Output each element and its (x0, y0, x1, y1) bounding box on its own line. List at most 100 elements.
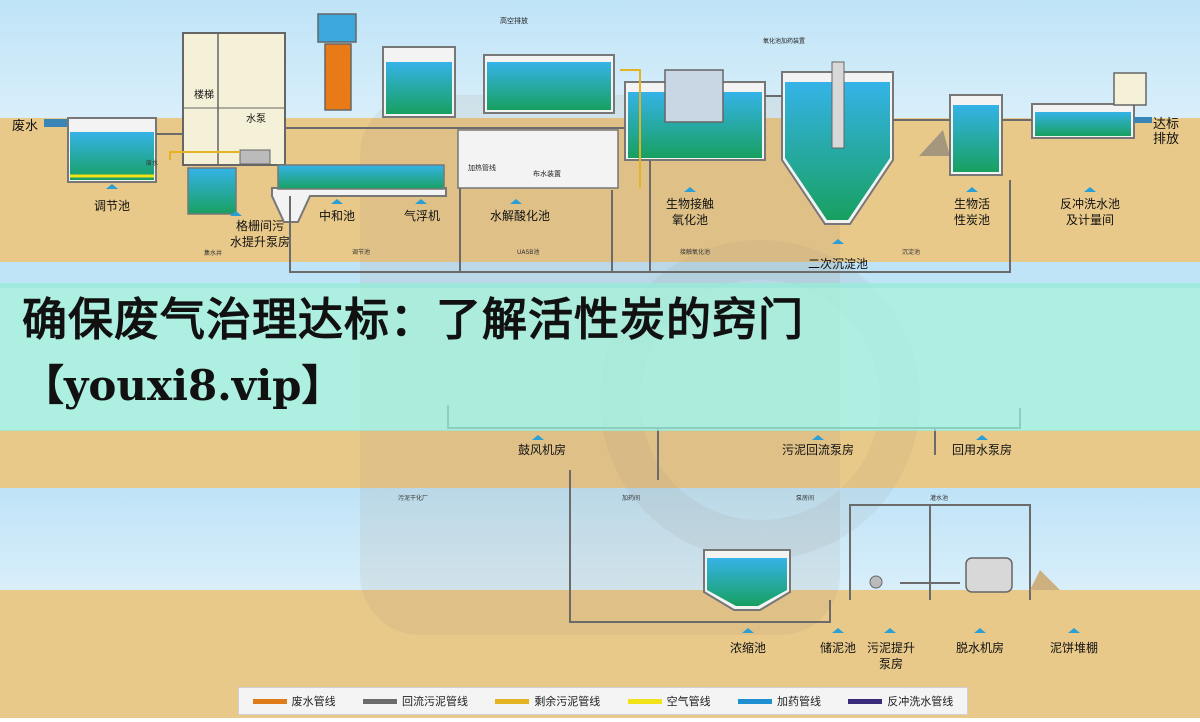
bio-contact-label-2: 氧化池 (672, 213, 708, 227)
pump-unit (239, 149, 271, 165)
equalization-water (70, 132, 154, 180)
flotation-machine-label: 气浮机 (404, 208, 440, 223)
orange-tank (324, 43, 352, 111)
small-sediment-label: 沉淀池 (902, 248, 920, 256)
blower-marker-icon (532, 435, 544, 440)
thickener-label: 浓缩池 (730, 640, 766, 655)
hydrolysis-upper-water (487, 62, 611, 110)
sludge-storage-label: 储泥池 (820, 640, 856, 655)
legend-swatch (495, 698, 530, 704)
legend-item: 空气管线 (627, 693, 711, 709)
legend-label: 反冲洗水管线 (887, 695, 954, 708)
legend-swatch (252, 698, 287, 704)
irrigation-tank-label: 灌水池 (930, 494, 948, 502)
sludge-cake-shed-label: 泥饼堆棚 (1050, 640, 1098, 655)
discharge-label-1: 达标 (1153, 117, 1179, 132)
sludge-drying-label: 污泥干化厂 (398, 494, 428, 502)
thickener-water (707, 558, 787, 606)
backwash-marker-icon (1084, 187, 1096, 192)
discharge-label-2: 排放 (1153, 132, 1179, 147)
legend-item: 反冲洗水管线 (848, 693, 953, 709)
legend-item: 回流污泥管线 (362, 693, 468, 709)
pump-room-small-label: 泵房间 (796, 494, 814, 502)
outflow-pipe (1134, 117, 1152, 123)
bac-water (953, 105, 999, 172)
secondary-clarifier-label: 二次沉淀池 (808, 257, 868, 271)
pipeline-legend: 废水管线 回流污泥管线 剩余污泥管线 空气管线 加药管线 反冲洗水管线 (238, 687, 968, 715)
neutralization-marker-icon (331, 199, 343, 204)
screen-room-label-2: 水提升泵房 (230, 234, 290, 249)
clarifier-marker-icon (832, 239, 844, 244)
hydrolysis-tank-label: 水解酸化池 (490, 208, 550, 223)
bottom-pipes (569, 470, 1031, 623)
high-discharge-label: 高空排放 (500, 16, 528, 25)
neutralization-tank-label: 中和池 (319, 208, 355, 223)
return-sludge-marker-icon (812, 435, 824, 440)
small-wastewater-label: 废水 (146, 159, 158, 167)
legend-label: 回流污泥管线 (401, 695, 468, 708)
small-uasb-label: UASB池 (517, 248, 539, 256)
legend-label: 剩余污泥管线 (534, 695, 601, 708)
distributor-label: 布水装置 (533, 169, 561, 178)
reuse-pump-marker-icon (976, 435, 988, 440)
banner-url: 【youxi8.vip】 (22, 361, 344, 410)
bio-contact-marker-icon (684, 187, 696, 192)
metering-room (1113, 72, 1147, 106)
backwash-water (1035, 112, 1131, 136)
bio-contact-label-1: 生物接触 (666, 196, 714, 211)
thickener-marker-icon (742, 628, 754, 633)
legend-swatch (848, 698, 883, 704)
dosing-room-label: 加药间 (622, 494, 640, 502)
sludge-lift-marker-icon (884, 628, 896, 633)
equalization-marker-icon (106, 184, 118, 189)
backwash-label-1: 反冲洗水池 (1060, 196, 1120, 211)
small-equalization-label: 调节池 (352, 248, 370, 256)
reuse-pump-label: 回用水泵房 (952, 442, 1012, 457)
legend-item: 加药管线 (737, 693, 821, 709)
blower-room-label: 鼓风机房 (518, 442, 566, 457)
screen-marker-icon (230, 211, 242, 216)
secondary-clarifier-water (785, 82, 890, 220)
bac-label-2: 性炭池 (954, 213, 990, 227)
backwash-label-2: 及计量间 (1066, 213, 1114, 227)
neutralization-water (277, 164, 445, 190)
bac-marker-icon (966, 187, 978, 192)
small-contact-label: 接触氧化池 (680, 248, 710, 256)
legend-swatch (737, 698, 772, 704)
equalization-tank-label: 调节池 (94, 199, 130, 213)
legend-label: 废水管线 (291, 695, 336, 708)
clarifier-center-column (831, 61, 845, 149)
sludge-lift-pump (869, 575, 883, 589)
hydrolysis-lower-tank (457, 129, 619, 189)
legend-item: 剩余污泥管线 (495, 693, 600, 709)
bio-media-block (664, 69, 724, 123)
hydrolysis-marker-icon (510, 199, 522, 204)
top-pipes (156, 95, 1032, 273)
dosing-device-label: 氧化池加药装置 (763, 37, 805, 45)
legend-swatch (362, 698, 397, 704)
pump-label: 水泵 (246, 113, 266, 125)
sludge-cake-pile (1030, 570, 1060, 590)
legend-swatch (627, 698, 662, 704)
sludge-cake-marker-icon (1068, 628, 1080, 633)
sludge-storage-marker-icon (832, 628, 844, 633)
bac-label-1: 生物活 (954, 197, 990, 211)
return-sludge-pump-label: 污泥回流泵房 (782, 442, 854, 457)
sludge-lift-label-2: 泵房 (879, 656, 903, 671)
heating-pipe-label: 加热管线 (468, 163, 496, 172)
sludge-lift-label-1: 污泥提升 (867, 640, 915, 655)
legend-label: 空气管线 (666, 695, 711, 708)
sludge-pipes-top (169, 69, 641, 188)
dewatering-marker-icon (974, 628, 986, 633)
high-tank (317, 13, 357, 43)
screen-room-label-1: 格栅间污 (236, 218, 284, 233)
legend-label: 加药管线 (776, 695, 821, 708)
legend-item: 废水管线 (252, 693, 336, 709)
title-banner (0, 283, 1200, 431)
ground-band-mid (0, 430, 1200, 490)
dewatering-machine (965, 557, 1013, 593)
flotation-marker-icon (415, 199, 427, 204)
waste-water-label: 废水 (12, 118, 38, 134)
